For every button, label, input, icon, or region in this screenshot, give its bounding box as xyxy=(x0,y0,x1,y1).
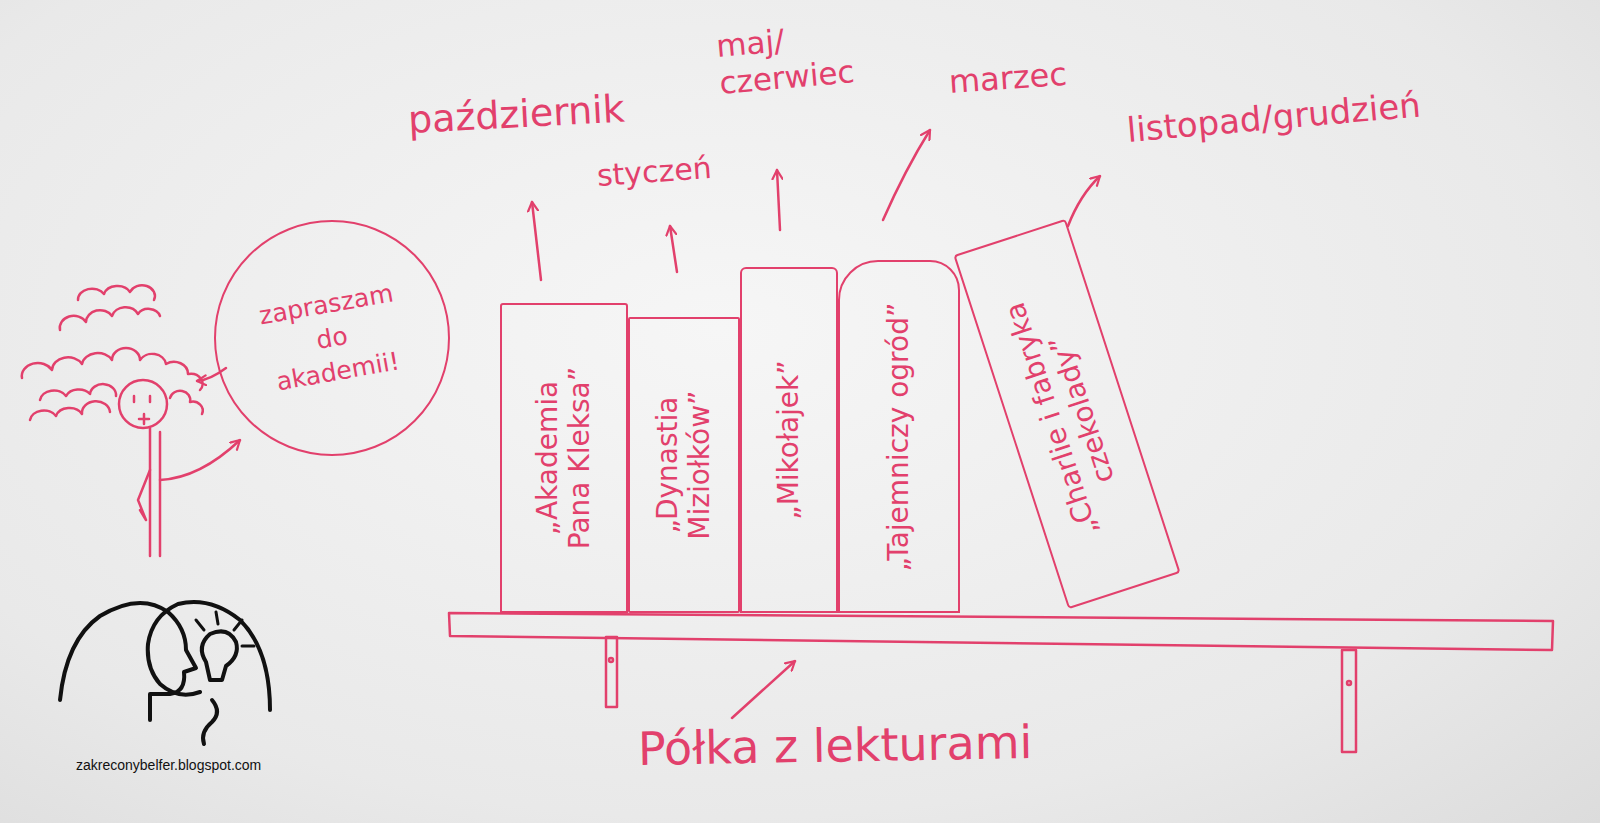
book-spine: „Tajemniczy ogród” xyxy=(838,260,960,613)
leader-arrow xyxy=(883,130,930,220)
shelf-board xyxy=(449,613,1553,650)
speech-bubble: zapraszam do akademii! xyxy=(214,220,450,456)
month-label: styczeń xyxy=(596,150,713,194)
shelf-leg xyxy=(606,637,617,707)
leader-arrow xyxy=(732,661,795,718)
shelf-screw xyxy=(1347,681,1351,685)
month-label: listopad/grudzień xyxy=(1125,84,1422,150)
month-label: październik xyxy=(407,87,626,144)
watermark: zakreconybelfer.blogspot.com xyxy=(76,757,261,774)
book-spine: „Dynastia Miziołków” xyxy=(628,317,740,613)
leader-arrow xyxy=(532,202,541,280)
bubble-text: zapraszam do akademii! xyxy=(249,275,414,401)
book-title: „Akademia Pana Kleksa” xyxy=(532,344,596,572)
shelf-screw xyxy=(609,658,613,662)
leader-arrow xyxy=(1068,176,1100,226)
month-label: marzec xyxy=(948,55,1068,102)
book-spine: „Akademia Pana Kleksa” xyxy=(500,303,628,613)
leader-arrow xyxy=(777,170,780,230)
shelf-caption: Półka z lekturami xyxy=(638,715,1033,777)
book-title: „Charlie i fabryka czekolady” xyxy=(987,252,1147,576)
book-spine: „Mikołajek” xyxy=(740,267,838,613)
shelf-leg xyxy=(1342,650,1356,752)
month-label: maj/ czerwiec xyxy=(715,15,871,102)
teacher-figure xyxy=(22,285,240,556)
blog-logo xyxy=(60,602,270,744)
book-title: „Dynastia Miziołków” xyxy=(652,352,716,578)
leader-arrow xyxy=(670,226,677,272)
book-title: „Mikołajek” xyxy=(773,300,805,580)
book-spine: „Charlie i fabryka czekolady” xyxy=(953,219,1180,609)
book-title: „Tajemniczy ogród” xyxy=(883,287,915,587)
